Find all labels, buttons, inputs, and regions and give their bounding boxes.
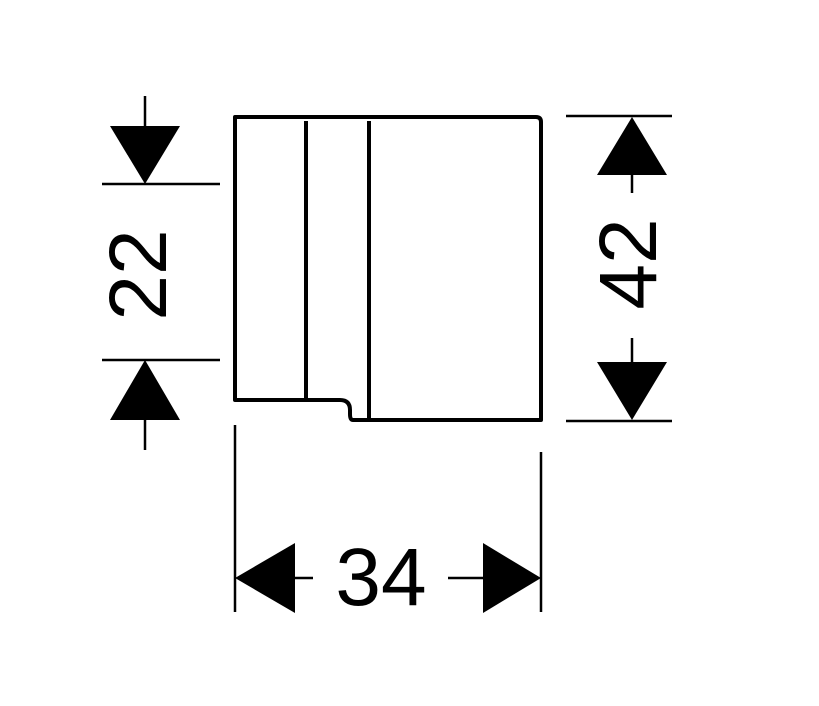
part-outline — [233, 115, 543, 422]
part-body — [233, 115, 543, 422]
arrow-down-right — [597, 362, 667, 420]
dimension-height-total: 42 — [566, 114, 674, 423]
arrow-down-left — [110, 126, 180, 184]
arrow-left-bottom — [235, 543, 295, 613]
dimension-height-partial: 22 — [93, 96, 220, 450]
dimension-width: 34 — [233, 425, 543, 623]
arrow-right-bottom — [483, 543, 541, 613]
arrow-up-left — [110, 360, 180, 420]
dimension-label-34: 34 — [335, 532, 426, 623]
dimension-label-42: 42 — [583, 218, 674, 309]
arrow-up-right — [597, 117, 667, 175]
dimension-label-22: 22 — [93, 229, 184, 320]
